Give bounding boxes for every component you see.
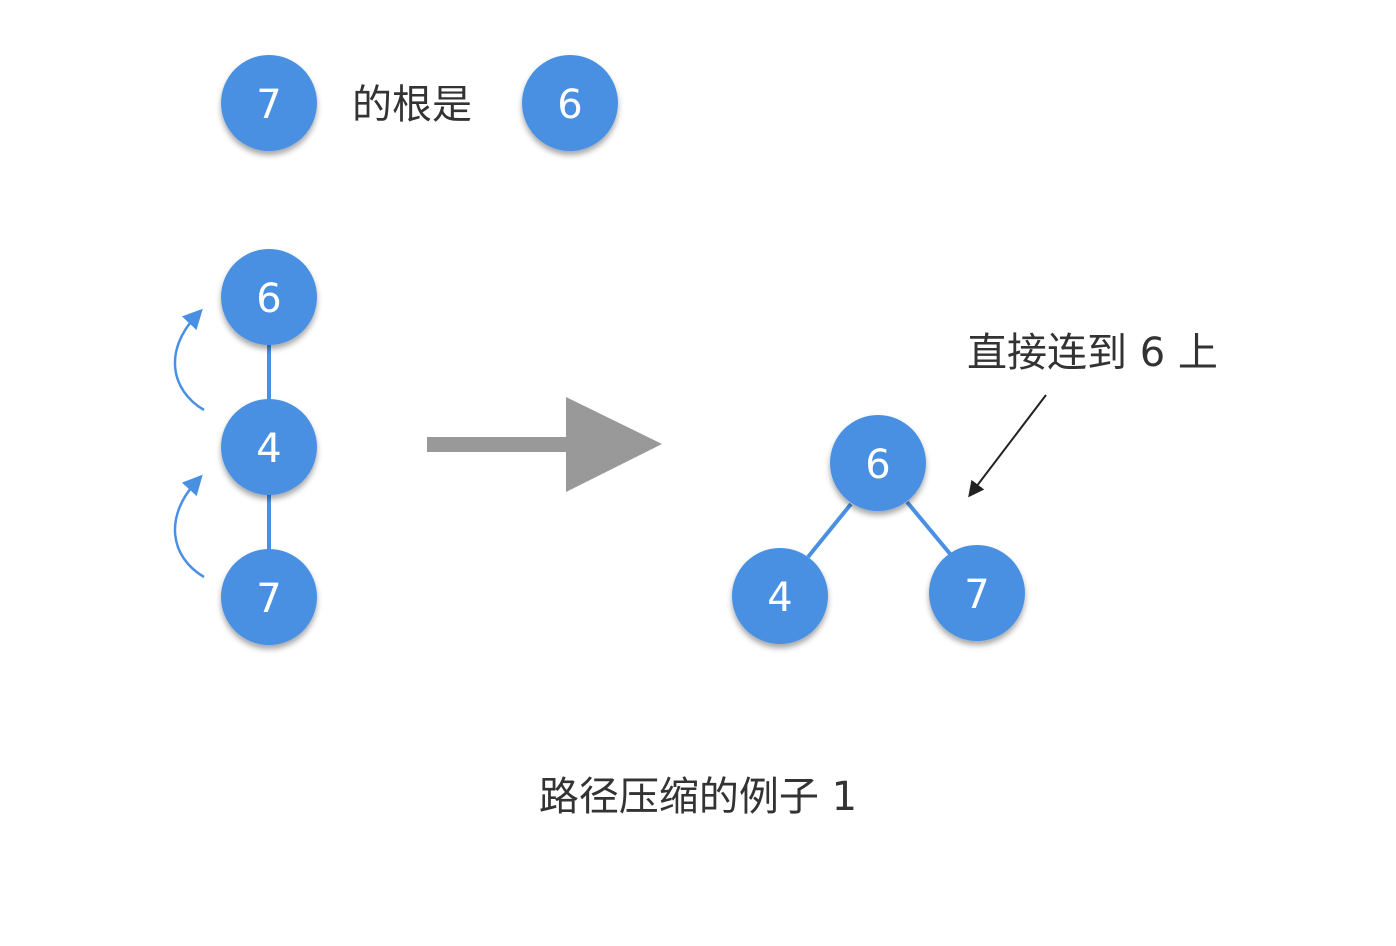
result-node-4-label: 4	[767, 575, 792, 621]
curved-arrow-upper-icon	[173, 308, 205, 412]
chain-node-7-label: 7	[256, 576, 281, 622]
top-phrase: 的根是	[352, 82, 472, 128]
edge-6-left	[806, 502, 853, 559]
annotation-arrow-icon	[968, 394, 1047, 498]
annotation-text: 直接连到 6 上	[967, 330, 1218, 376]
result-node-6-label: 6	[865, 442, 890, 488]
result-node-6: 6	[830, 415, 926, 511]
curved-arrow-lower-icon	[173, 474, 205, 579]
top-node-6: 6	[522, 55, 618, 151]
chain-node-4: 4	[221, 399, 317, 495]
result-node-4: 4	[732, 548, 828, 644]
edge-6-right	[905, 500, 953, 557]
chain-node-4-label: 4	[256, 426, 281, 472]
chain-node-7: 7	[221, 549, 317, 645]
result-node-7-label: 7	[964, 572, 989, 618]
chain-node-6: 6	[221, 249, 317, 345]
transform-arrow-icon	[427, 397, 662, 492]
result-node-7: 7	[929, 545, 1025, 641]
chain-node-6-label: 6	[256, 276, 281, 322]
top-node-6-label: 6	[557, 82, 582, 128]
top-node-7: 7	[221, 55, 317, 151]
top-node-7-label: 7	[256, 82, 281, 128]
diagram-caption: 路径压缩的例子 1	[539, 774, 857, 820]
